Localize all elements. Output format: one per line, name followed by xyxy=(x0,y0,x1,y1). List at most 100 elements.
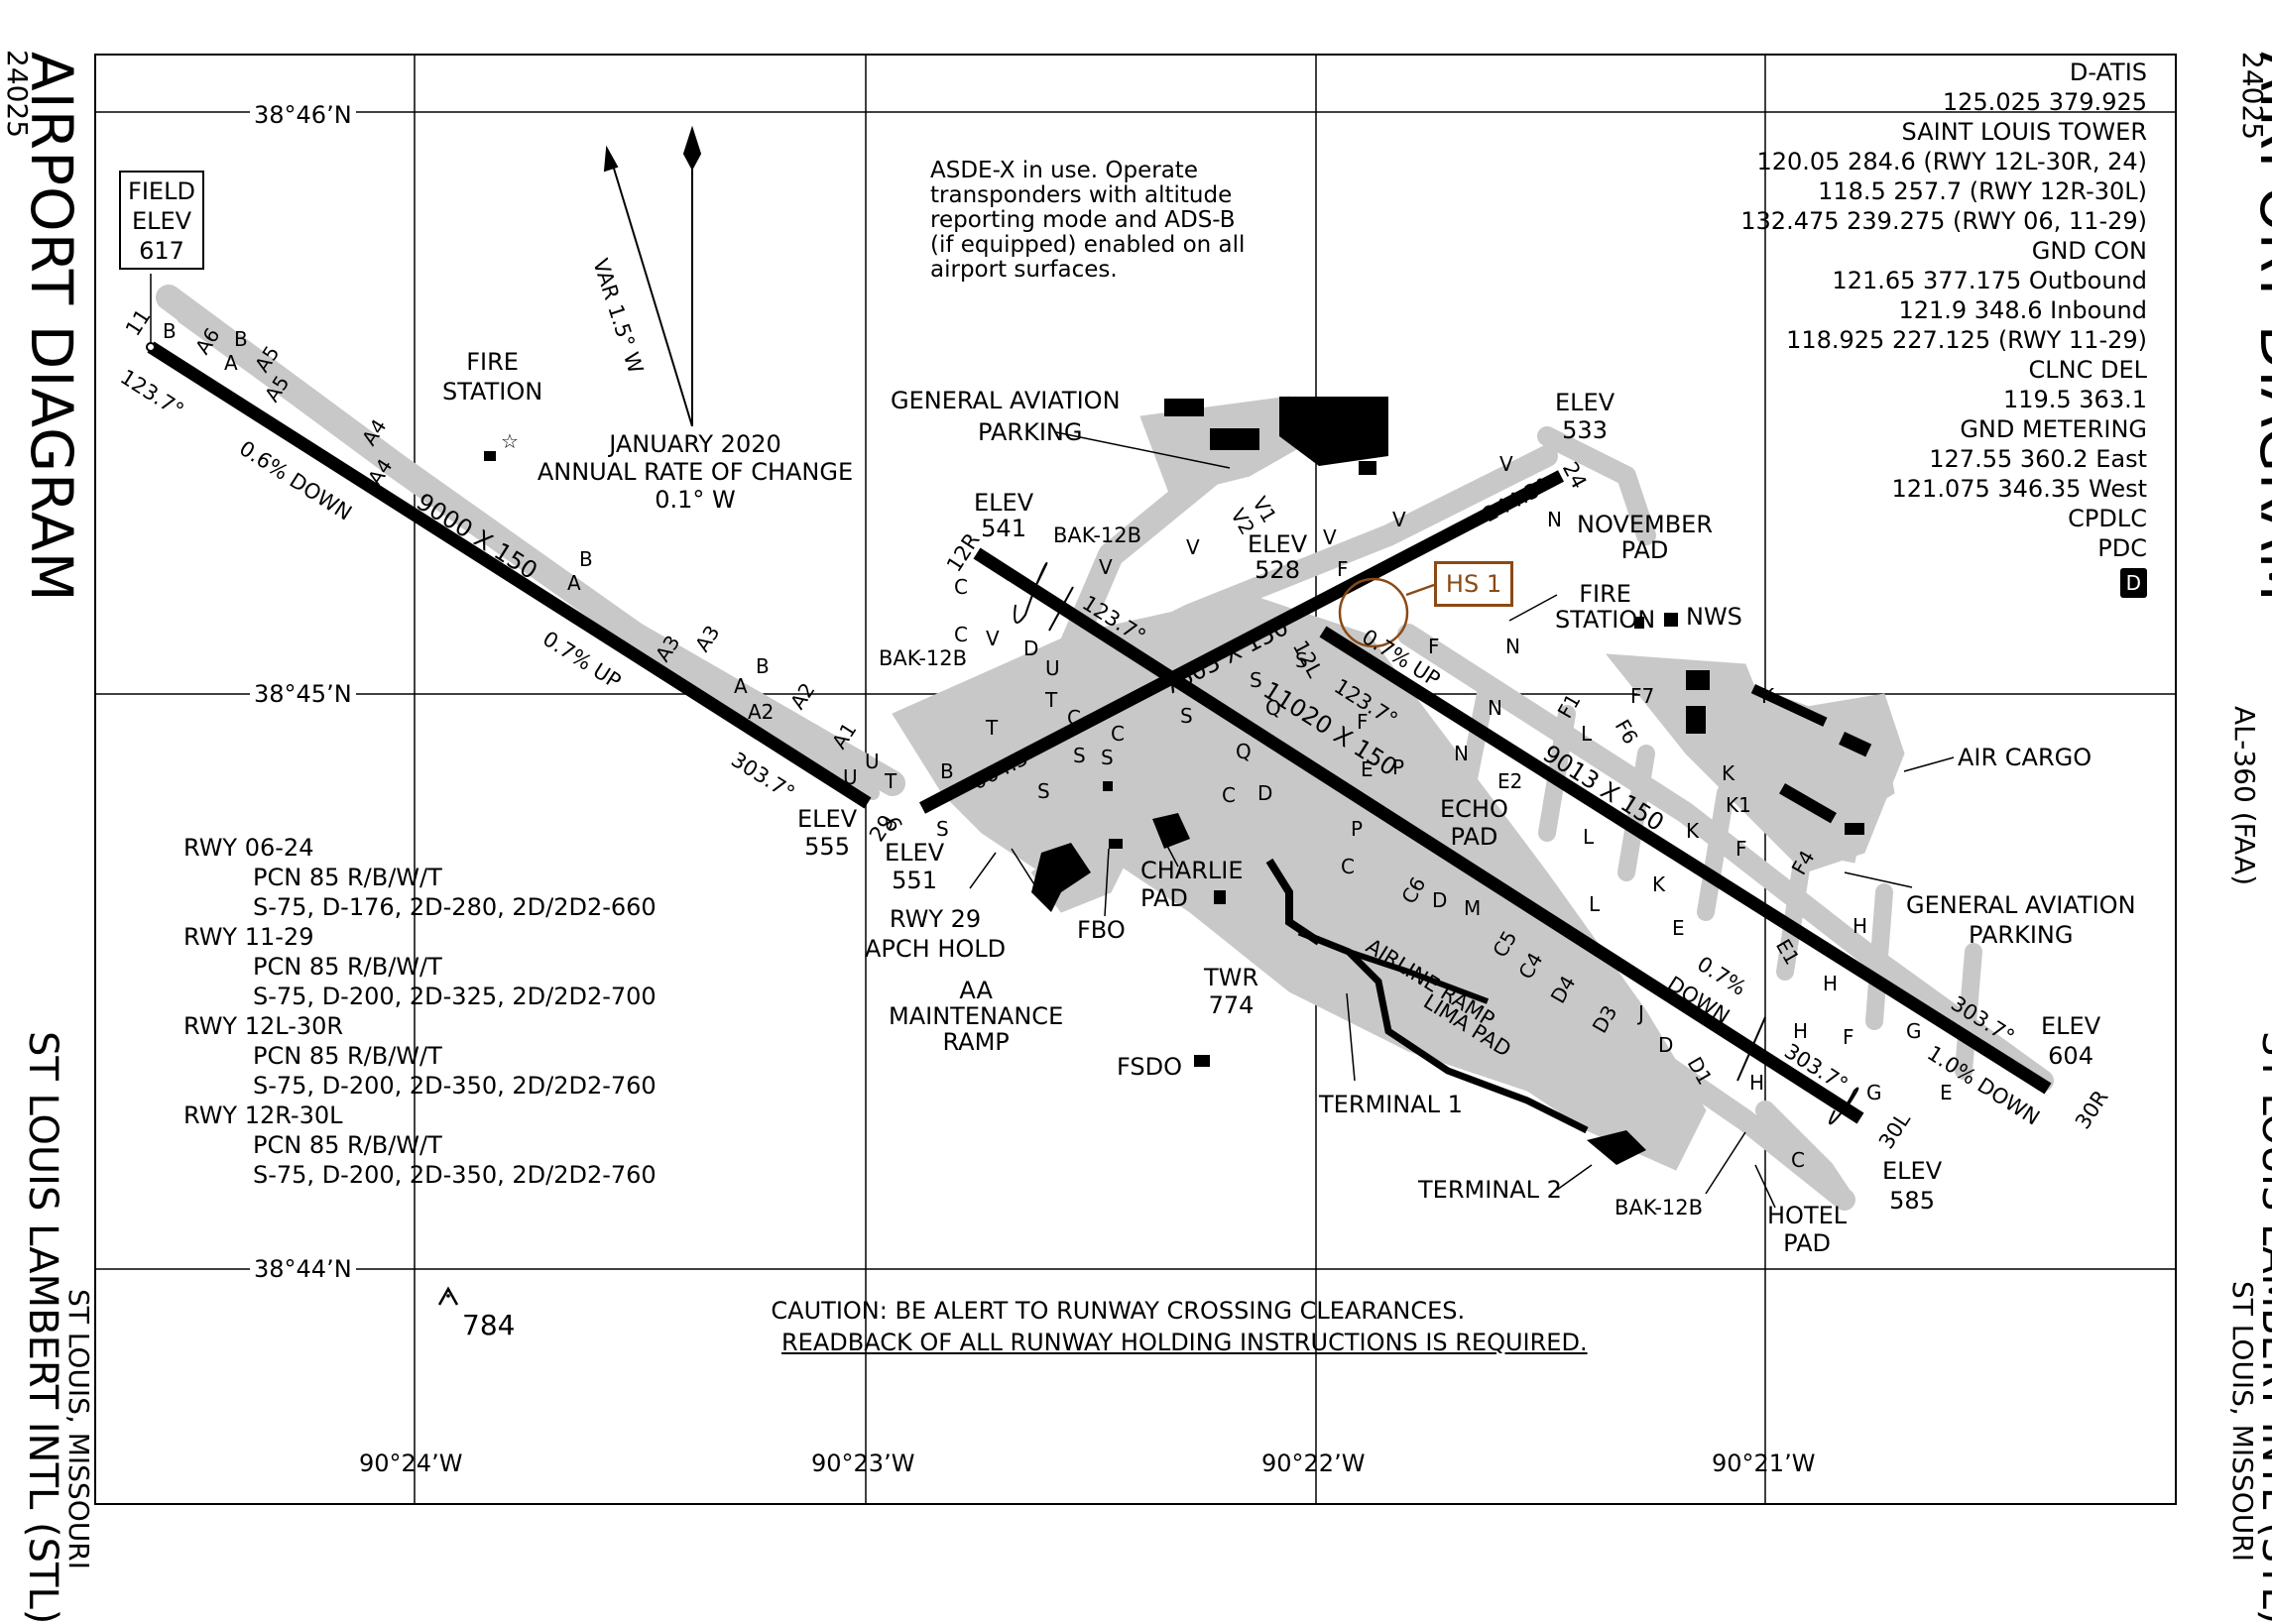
magnetic-date: JANUARY 2020 xyxy=(609,430,781,458)
taxiway-l-1: L xyxy=(1581,722,1593,746)
elev-604-line1: ELEV xyxy=(2041,1012,2101,1040)
label-elev-585: ELEV 585 xyxy=(1882,1156,1942,1216)
taxiway-d-2: D xyxy=(1257,781,1273,805)
fire-station-line1: FIRE xyxy=(466,348,519,376)
label-rwy29-apch-hold: RWY 29 APCH HOLD xyxy=(865,904,1006,964)
echo-pad-line2: PAD xyxy=(1450,823,1498,851)
building-east-1 xyxy=(1686,670,1710,690)
field-elev-line1: FIELD xyxy=(128,177,195,205)
taxiway-f-1: F xyxy=(1337,557,1349,581)
taxiway-c-4: C xyxy=(1111,722,1125,746)
pdc-badge: D xyxy=(2119,568,2147,598)
runway-11-29 xyxy=(147,341,872,809)
taxiway-n-2: N xyxy=(1505,635,1520,658)
magnetic-rate-label: ANNUAL RATE OF CHANGE xyxy=(537,458,854,486)
freq-13: 127.55 360.2 East xyxy=(1929,445,2147,473)
runway-12l-30r xyxy=(1319,626,2052,1095)
lon-90-24: 90°24’W xyxy=(359,1450,463,1477)
taxiway-s-1: S xyxy=(936,817,949,841)
aa-maint-line2: MAINTENANCE xyxy=(889,1002,1064,1030)
building-fbo xyxy=(1109,839,1123,849)
frequency-list: D-ATIS 125.025 379.925 SAINT LOUIS TOWER… xyxy=(1740,58,2147,598)
label-fire-station-east: FIRE STATION xyxy=(1555,581,1655,633)
aa-maint-line3: RAMP xyxy=(942,1028,1010,1056)
building-cargo-2 xyxy=(1839,732,1872,757)
building-cargo-1 xyxy=(1750,683,1828,727)
freq-4: 118.5 257.7 (RWY 12R-30L) xyxy=(1818,177,2147,205)
taxiway-k-3: K xyxy=(1761,684,1775,708)
obstacle-symbol xyxy=(437,1286,459,1306)
taxiway-e2: E2 xyxy=(1497,769,1523,793)
building-ga-4 xyxy=(1359,461,1376,475)
building-east-2 xyxy=(1686,706,1706,734)
taxiway-v-2: V xyxy=(1099,555,1113,579)
asde-note: ASDE-X in use. Operate transponders with… xyxy=(930,159,1245,283)
taxiway-s-5: S xyxy=(1250,668,1262,692)
building-nws xyxy=(1664,613,1678,627)
elev-533-value: 533 xyxy=(1562,416,1608,444)
elev-528-value: 528 xyxy=(1255,556,1300,584)
label-charlie-pad: CHARLIE PAD xyxy=(1140,857,1244,912)
building-ga-1 xyxy=(1164,399,1204,416)
asde-line-1: ASDE-X in use. Operate xyxy=(930,158,1198,183)
freq-0: D-ATIS xyxy=(2069,58,2147,86)
pcn-block: RWY 06-24 PCN 85 R/B/W/T S-75, D-176, 2D… xyxy=(183,833,657,1190)
elev-555-line1: ELEV xyxy=(797,805,858,833)
taxiway-v-1: V xyxy=(986,627,1000,650)
taxiway-k-1: K xyxy=(1722,761,1735,785)
freq-3: 120.05 284.6 (RWY 12L-30R, 24) xyxy=(1756,148,2147,175)
taxiway-f-2: F xyxy=(1428,635,1440,658)
airport-map: ☆ xyxy=(94,54,2177,1505)
taxiway-d-1: D xyxy=(1023,637,1039,660)
freq-15: CPDLC xyxy=(2068,505,2147,532)
taxiway-c-7: C xyxy=(1791,1148,1805,1172)
pcn-rwy12l30r-wt: S-75, D-200, 2D-350, 2D/2D2-760 xyxy=(253,1072,657,1100)
building-small-1 xyxy=(1103,781,1113,791)
echo-pad-line1: ECHO xyxy=(1440,795,1508,823)
hotspot-circle xyxy=(1338,577,1409,648)
label-november-pad: NOVEMBER PAD xyxy=(1577,512,1713,563)
label-elev-604: ELEV 604 xyxy=(2041,1011,2100,1071)
lat-38-46: 38°46’N xyxy=(250,101,356,129)
building-fire-station xyxy=(484,451,496,461)
pcn-rwy1129-pcn: PCN 85 R/B/W/T xyxy=(253,953,442,981)
label-air-cargo: AIR CARGO xyxy=(1958,744,2093,771)
lat-38-44: 38°44’N xyxy=(250,1255,356,1283)
label-elev-555: ELEV 555 xyxy=(797,805,857,861)
freq-16: PDC xyxy=(2097,534,2147,562)
pcn-rwy0624-wt: S-75, D-176, 2D-280, 2D/2D2-660 xyxy=(253,893,657,921)
taxiway-f7: F7 xyxy=(1630,684,1655,708)
taxiway-s-2: S xyxy=(1037,779,1050,803)
elev-551-value: 551 xyxy=(892,867,937,894)
taxiway-s-3: S xyxy=(1101,746,1114,769)
label-bak12b-west: BAK-12B xyxy=(879,646,968,670)
ga-parking-line2: PARKING xyxy=(978,418,1083,446)
label-ga-parking: GENERAL AVIATION PARKING xyxy=(891,385,1121,448)
twr-line1: TWR xyxy=(1204,964,1259,991)
ga-parking-east-line2: PARKING xyxy=(1969,921,2074,949)
pcn-rwy12l30r: RWY 12L-30R xyxy=(183,1012,344,1040)
taxiway-s-6: S xyxy=(1295,648,1308,672)
label-ga-parking-east: GENERAL AVIATION PARKING xyxy=(1906,890,2136,950)
taxiway-u-1: U xyxy=(865,750,880,773)
taxiway-c-5: C xyxy=(1222,783,1236,807)
terminal-2 xyxy=(1587,1130,1646,1165)
fire-station-east-line2: STATION xyxy=(1555,606,1656,634)
label-elev-541: ELEV 541 xyxy=(974,490,1033,541)
taxiway-b-3: B xyxy=(579,547,593,571)
label-fire-station: FIRE STATION xyxy=(442,347,542,406)
taxiway-c-1: C xyxy=(954,575,968,599)
label-bak12b-south: BAK-12B xyxy=(1614,1196,1704,1219)
freq-8: 121.9 348.6 Inbound xyxy=(1898,296,2147,324)
taxiway-t-3: T xyxy=(1045,688,1058,712)
label-aa-maintenance: AA MAINTENANCE RAMP xyxy=(889,978,1063,1055)
elev-528-line1: ELEV xyxy=(1248,530,1308,558)
building-fsdo xyxy=(1194,1055,1210,1067)
taxiway-e-3: E xyxy=(1940,1081,1953,1104)
taxiway-k-4: K xyxy=(1652,872,1666,896)
taxiway-g-1: G xyxy=(1906,1019,1922,1043)
rwy29-hold-line2: APCH HOLD xyxy=(865,935,1007,963)
freq-2: SAINT LOUIS TOWER xyxy=(1901,118,2147,146)
building-charlie-pad xyxy=(1214,890,1226,904)
label-hotel-pad: HOTEL PAD xyxy=(1767,1202,1847,1257)
